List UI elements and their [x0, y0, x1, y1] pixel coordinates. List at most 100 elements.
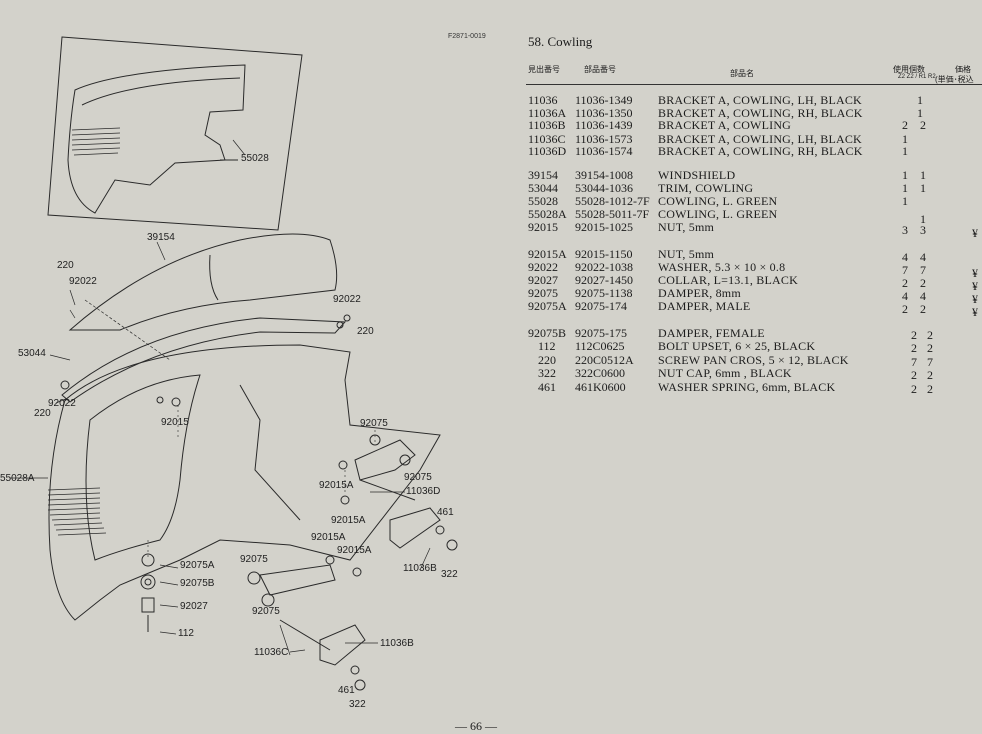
qty2-cell: 1 — [920, 168, 926, 182]
qty1-cell: 2 — [902, 118, 908, 132]
part-cell: 92027-1450 — [575, 273, 633, 287]
desc-cell: BRACKET A, COWLING, RH, BLACK — [658, 144, 863, 158]
inset-cowling — [67, 64, 246, 214]
part-cell: 112C0625 — [575, 339, 625, 353]
ref-cell: 92022 — [528, 260, 558, 274]
callout-92015a: 92015A — [311, 532, 346, 543]
ref-cell: 39154 — [528, 168, 558, 182]
desc-cell: SCREW PAN CROS, 5 × 12, BLACK — [658, 353, 849, 367]
callout-11036c: 11036C — [254, 647, 289, 658]
ref-cell: 112 — [538, 339, 556, 353]
callout-220: 220 — [34, 408, 51, 419]
page-title: 58. Cowling — [528, 34, 593, 49]
callout-92075: 92075 — [240, 554, 268, 565]
header-price: 価格 — [955, 65, 971, 74]
qty2-cell: 2 — [927, 341, 933, 355]
bracket-11036b-upper — [389, 507, 441, 549]
part-cell: 92075-175 — [575, 326, 627, 340]
ref-cell: 11036 — [528, 93, 558, 107]
callout-92075b: 92075B — [180, 578, 215, 589]
desc-cell: WASHER, 5.3 × 10 × 0.8 — [658, 260, 786, 274]
desc-cell: COWLING, L. GREEN — [658, 194, 778, 208]
qty2-cell: 4 — [920, 289, 926, 303]
part-cell: 11036-1349 — [575, 93, 633, 107]
callout-55028a: 55028A — [0, 473, 35, 484]
header-quantity-models: Z2 Z2 / R1 R2 — [898, 74, 936, 80]
price-cell: ¥ — [972, 292, 978, 306]
qty1-cell: 2 — [911, 382, 917, 396]
ref-cell: 92075 — [528, 286, 558, 300]
part-cell: 11036-1574 — [575, 144, 633, 158]
qty1-cell: 4 — [902, 250, 908, 264]
desc-cell: WINDSHIELD — [658, 168, 736, 182]
part-cell: 92075-174 — [575, 299, 627, 313]
callout-92022: 92022 — [48, 398, 76, 409]
qty1-cell: 1 — [902, 144, 908, 158]
qty2-cell: 2 — [927, 368, 933, 382]
ref-cell: 55028 — [528, 194, 558, 208]
part-cell: 11036-1439 — [575, 118, 633, 132]
header-part-no: 部品番号 — [584, 65, 616, 74]
qty1-cell: 2 — [902, 302, 908, 316]
qty2-cell: 1 — [920, 212, 926, 226]
price-cell: ¥ — [972, 305, 978, 319]
ref-cell: 53044 — [528, 181, 558, 195]
callout-92015: 92015 — [161, 417, 189, 428]
qty2-cell: 2 — [920, 118, 926, 132]
part-cell: 92015-1150 — [575, 247, 633, 261]
part-cell: 53044-1036 — [575, 181, 633, 195]
callout-92015a: 92015A — [337, 545, 372, 556]
ref-cell: 92015 — [528, 220, 558, 234]
callout-92022: 92022 — [69, 276, 97, 287]
part-cell: 55028-5011-7F — [575, 207, 650, 221]
part-cell: 92022-1038 — [575, 260, 633, 274]
ref-cell: 92015A — [528, 247, 567, 261]
callout-461: 461 — [338, 685, 355, 696]
qty2-cell: 4 — [920, 250, 926, 264]
part-cell: 220C0512A — [575, 353, 634, 367]
desc-cell: BRACKET A, COWLING, LH, BLACK — [658, 132, 862, 146]
ref-cell: 55028A — [528, 207, 567, 221]
windshield — [68, 233, 338, 331]
part-cell: 92075-1138 — [575, 286, 633, 300]
qty2-cell: 2 — [927, 328, 933, 342]
part-cell: 322C0600 — [575, 366, 626, 380]
desc-cell: TRIM, COWLING — [658, 181, 754, 195]
part-cell: 39154-1008 — [575, 168, 633, 182]
qty1-cell: 7 — [902, 263, 908, 277]
inset-frame — [47, 36, 303, 231]
ref-cell: 11036C — [528, 132, 566, 146]
callout-92075: 92075 — [404, 472, 432, 483]
ref-cell: 11036A — [528, 106, 567, 120]
figure-code: F2871-0019 — [448, 33, 486, 40]
callout-39154: 39154 — [147, 232, 175, 243]
part-cell: 11036-1350 — [575, 106, 633, 120]
part-cell: 11036-1573 — [575, 132, 633, 146]
callout-322: 322 — [441, 569, 458, 580]
qty1-cell: 2 — [911, 368, 917, 382]
qty1-cell: 2 — [911, 341, 917, 355]
qty1-cell: 1 — [902, 194, 908, 208]
desc-cell: BOLT UPSET, 6 × 25, BLACK — [658, 339, 816, 353]
header-price-sub: (単価･税込 — [935, 75, 974, 84]
qty2-cell: 2 — [920, 276, 926, 290]
callout-11036b: 11036B — [403, 563, 437, 574]
part-cell: 461K0600 — [575, 380, 626, 394]
desc-cell: BRACKET A, COWLING — [658, 118, 792, 132]
desc-cell: DAMPER, MALE — [658, 299, 751, 313]
qty2-cell: 1 — [920, 181, 926, 195]
bracket-11036d — [354, 439, 416, 481]
bracket-11036b-lower — [319, 624, 366, 666]
ref-cell: 11036D — [528, 144, 567, 158]
header-divider — [526, 84, 982, 85]
desc-cell: WASHER SPRING, 6mm, BLACK — [658, 380, 836, 394]
header-quantity: 使用個数 — [893, 65, 925, 74]
desc-cell: BRACKET A, COWLING, LH, BLACK — [658, 93, 862, 107]
qty1-cell: 1 — [902, 168, 908, 182]
qty2-cell: 7 — [927, 355, 933, 369]
bracket-11036c — [259, 564, 336, 596]
callout-220: 220 — [357, 326, 374, 337]
qty1-cell: 1 — [902, 181, 908, 195]
qty1-cell: 2 — [911, 328, 917, 342]
callout-11036d: 11036D — [406, 486, 441, 497]
